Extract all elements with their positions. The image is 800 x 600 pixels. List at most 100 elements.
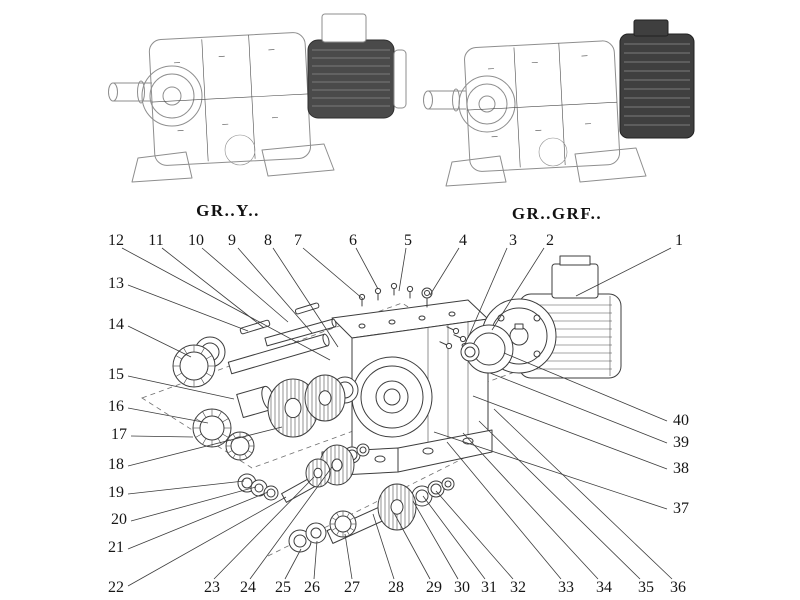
gear-hub xyxy=(313,467,323,479)
bearing-roller-line xyxy=(205,355,213,360)
leader-line-3 xyxy=(467,247,508,339)
part-number-19: 19 xyxy=(108,484,124,501)
mounting-feet xyxy=(131,143,335,183)
ring-inner xyxy=(430,483,442,495)
part-number-27: 27 xyxy=(344,579,360,596)
ring-part xyxy=(263,485,279,501)
leader-line-32 xyxy=(435,490,514,580)
motor-shaft-key xyxy=(514,323,524,330)
housing-seam-lines xyxy=(151,34,308,162)
part-number-12: 12 xyxy=(108,232,124,249)
bearing-roller-line xyxy=(349,527,355,531)
bearing-roller-line xyxy=(217,411,222,418)
part-number-6: 6 xyxy=(349,232,357,249)
bearing-roller-line xyxy=(232,453,236,459)
leader-line-17 xyxy=(130,435,194,438)
part-number-13: 13 xyxy=(108,275,124,292)
ring-part xyxy=(375,380,409,414)
part-number-2: 2 xyxy=(546,232,554,249)
shaft-end-face xyxy=(331,318,337,328)
leader-line-19 xyxy=(127,480,245,495)
flange-bolt-hole xyxy=(358,323,366,329)
flange-bolt-hole xyxy=(388,319,396,325)
bearing-roller-line xyxy=(175,355,183,360)
shaft-key xyxy=(239,319,271,335)
leader-line-21 xyxy=(127,491,269,550)
leader-line-20 xyxy=(130,486,257,522)
flange-bolt-hole xyxy=(418,315,426,321)
leader-line-38 xyxy=(472,395,668,470)
bottom-bore-hint xyxy=(224,134,256,166)
part-number-1: 1 xyxy=(675,232,683,249)
flange-bolt-hole xyxy=(448,311,456,317)
leader-line-28 xyxy=(372,513,395,580)
leader-line-1 xyxy=(575,247,672,297)
leader-line-40 xyxy=(503,352,668,422)
part-number-22: 22 xyxy=(108,579,124,596)
gear-hub xyxy=(390,499,404,515)
bearing-roller-line xyxy=(222,418,229,423)
leader-line-27 xyxy=(344,533,353,580)
shaft-end-cap xyxy=(423,90,433,110)
bolt-head xyxy=(452,327,460,335)
leader-line-33 xyxy=(446,441,562,580)
fan-cover-fins xyxy=(624,43,690,126)
front-hub-bore xyxy=(478,95,496,113)
part-number-10: 10 xyxy=(188,232,204,249)
part-number-7: 7 xyxy=(294,232,302,249)
bearing-roller-line xyxy=(346,512,350,518)
leader-line-11 xyxy=(161,247,265,329)
terminal-box xyxy=(551,263,599,299)
motor-fin-lines xyxy=(312,49,390,107)
part-number-26: 26 xyxy=(304,579,320,596)
leader-line-6 xyxy=(355,247,379,290)
assembled-view-gr-grf xyxy=(423,19,695,187)
bearing-roller-line xyxy=(331,527,337,531)
part-number-18: 18 xyxy=(108,456,124,473)
part-number-4: 4 xyxy=(459,232,467,249)
leader-line-24 xyxy=(249,466,333,580)
part-number-28: 28 xyxy=(388,579,404,596)
housing-seam-lines xyxy=(467,43,617,168)
part-number-38: 38 xyxy=(673,460,689,477)
leader-line-9 xyxy=(237,247,313,334)
leader-line-22 xyxy=(127,496,287,587)
part-number-14: 14 xyxy=(108,316,124,333)
bearing-roller-line xyxy=(183,377,188,385)
bottom-bore-hint xyxy=(538,137,568,167)
output-shaft-lines xyxy=(428,90,466,110)
leader-line-8 xyxy=(272,247,339,348)
bearing-roller-line xyxy=(331,517,337,521)
part-number-17: 17 xyxy=(111,426,127,443)
part-number-35: 35 xyxy=(638,579,654,596)
part-number-29: 29 xyxy=(426,579,442,596)
leader-line-30 xyxy=(412,500,459,580)
part-number-20: 20 xyxy=(111,511,127,528)
terminal-box xyxy=(321,13,367,43)
front-hub-mid xyxy=(466,83,508,125)
leader-line-35 xyxy=(478,420,641,580)
model-label-gr-grf: GR..GRF.. xyxy=(512,204,602,223)
bolt-head xyxy=(459,335,467,343)
bearing-roller-line xyxy=(244,453,248,459)
leader-line-37 xyxy=(433,431,668,510)
motor-shaft-bore xyxy=(509,326,529,346)
housing-screw-marks xyxy=(488,55,592,138)
ring-inner xyxy=(241,477,253,489)
flange-bolt-hole xyxy=(497,314,505,322)
bearing-roller-line xyxy=(195,433,202,438)
assembled-view-gr-y xyxy=(108,13,407,183)
ring-part xyxy=(460,342,480,362)
part-number-11: 11 xyxy=(148,232,163,249)
ring-inner xyxy=(359,446,367,454)
part-number-34: 34 xyxy=(596,579,612,596)
ring-inner xyxy=(464,346,476,358)
part-number-33: 33 xyxy=(558,579,574,596)
leader-line-36 xyxy=(493,408,673,580)
exploded-parts-generated xyxy=(172,282,514,553)
leader-line-23 xyxy=(213,476,315,580)
shaft-collar xyxy=(137,80,145,104)
part-number-8: 8 xyxy=(264,232,272,249)
